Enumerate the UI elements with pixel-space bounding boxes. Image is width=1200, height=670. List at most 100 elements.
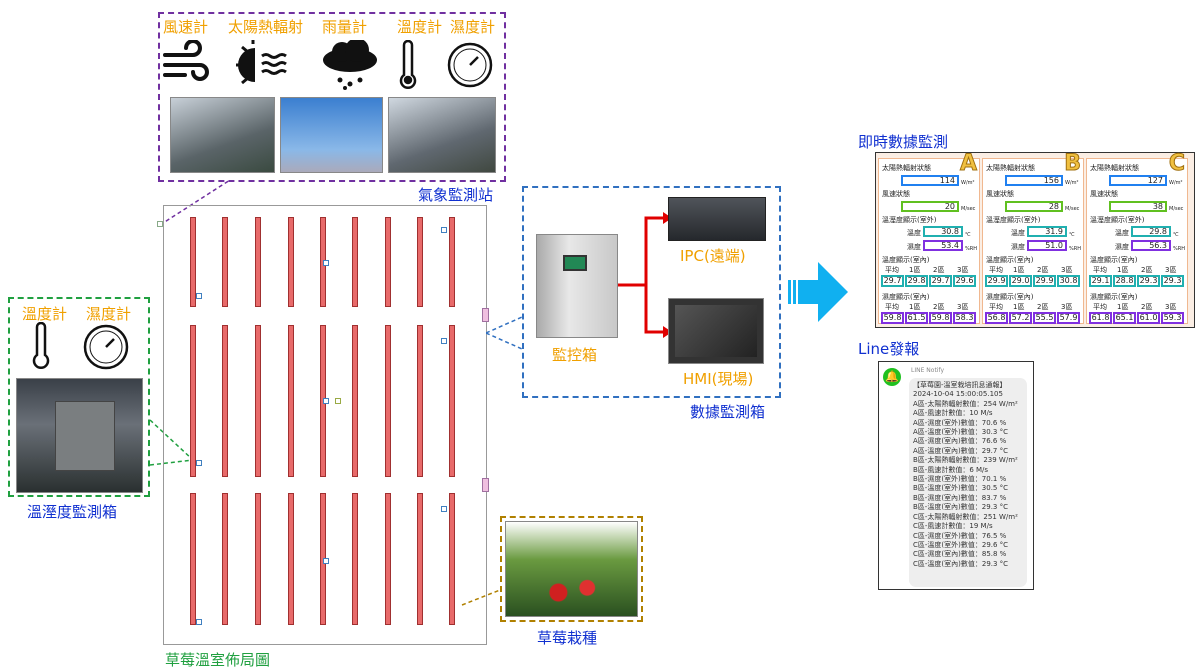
zone-header: 3區 — [1061, 266, 1073, 274]
line-message-line: A區-溫度(室外)數值：30.3 °C — [913, 428, 1008, 437]
indoor_temp-cell: 29.0 — [1009, 275, 1032, 287]
unit: M/sec — [1065, 206, 1080, 212]
pink-marker — [482, 308, 489, 322]
zone-header: 3區 — [1165, 266, 1177, 274]
unit: %RH — [1069, 246, 1081, 252]
zone-header: 2區 — [933, 266, 945, 274]
wind-label: 風速狀態 — [986, 190, 1014, 198]
hum-label: 濕度 — [1115, 243, 1129, 251]
indoor_temp-cell: 29.9 — [1033, 275, 1056, 287]
th-sensor-label-hygrometer: 濕度計 — [86, 305, 132, 323]
line-sender: LINE Notify — [911, 367, 945, 374]
zone-header: 平均 — [885, 266, 899, 274]
sensor-marker — [323, 398, 329, 404]
hmi-photo — [668, 298, 764, 364]
sun-heat-icon — [236, 40, 287, 85]
zone-header: 平均 — [989, 266, 1003, 274]
indoor_hum-cell: 58.3 — [953, 312, 976, 324]
indoor_hum-cell: 59.8 — [881, 312, 904, 324]
planting-bed — [222, 217, 228, 307]
unit: W/m² — [961, 180, 975, 186]
bell-icon: 🔔 — [883, 368, 901, 386]
zone-header: 2區 — [1141, 266, 1153, 274]
greenhouse-layout — [163, 205, 487, 645]
thermometer-icon — [399, 40, 417, 89]
planting-bed — [288, 217, 294, 307]
planting-bed — [222, 493, 228, 625]
solar-label: 太陽熱輻射狀態 — [1090, 164, 1139, 172]
hum-label: 濕度 — [907, 243, 921, 251]
zone-header: 1區 — [1013, 303, 1025, 311]
rain-gauge-photo — [388, 97, 496, 173]
indoor_temp-cell: 29.7 — [881, 275, 904, 287]
data-box-group — [522, 186, 781, 398]
temp-label: 溫度 — [907, 229, 921, 237]
indoor_hum-cell: 65.1 — [1113, 312, 1136, 324]
planting-bed — [255, 325, 261, 477]
th-icons — [32, 322, 129, 370]
unit: ℃ — [965, 232, 971, 238]
sensor-marker — [196, 619, 202, 625]
strawberry-photo — [505, 521, 638, 617]
line-message-line: B區-濕度(室外)數值：70.1 % — [913, 475, 1007, 484]
line-notify-window: 🔔 LINE Notify 【草莓園-溫室栽培訊息通報】2024-10-04 1… — [878, 361, 1034, 590]
sensor-marker — [335, 398, 341, 404]
th-sensor-label-thermometer: 溫度計 — [22, 305, 68, 323]
outdoor-label: 溫溼度顯示(室外) — [1090, 216, 1145, 224]
hygrometer-icon — [83, 324, 129, 370]
line-message-line: B區-溫度(室外)數值：30.5 °C — [913, 484, 1008, 493]
thermometer-icon — [32, 322, 50, 369]
line-message-line: A區-濕度(室內)數值：76.6 % — [913, 437, 1007, 446]
unit: %RH — [965, 246, 977, 252]
planting-bed — [352, 493, 358, 625]
indoor_temp-cell: 28.8 — [1113, 275, 1136, 287]
indoor_hum-label: 濕度顯示(室內) — [1090, 293, 1138, 301]
zone-header: 2區 — [1141, 303, 1153, 311]
planting-bed — [449, 493, 455, 625]
planting-bed — [288, 493, 294, 625]
greenhouse-title: 草莓溫室佈局圖 — [165, 651, 271, 669]
line-message-line: B區-太陽熱輻射數值：239 W/m² — [913, 456, 1018, 465]
wind-label: 風速狀態 — [1090, 190, 1118, 198]
line-message-line: B區-濕度(室內)數值：83.7 % — [913, 493, 1007, 502]
solar-label: 太陽熱輻射狀態 — [882, 164, 931, 172]
line-message-line: A區-濕度(室外)數值：70.6 % — [913, 418, 1007, 427]
rain-cloud-icon — [323, 40, 377, 90]
weather-icons — [163, 40, 493, 90]
line-title: Line發報 — [858, 340, 920, 358]
flow-arrow-icon — [788, 262, 848, 322]
zone-letter: A — [959, 151, 977, 176]
hum-value: 56.3 — [1131, 240, 1171, 251]
planting-bed — [417, 493, 423, 625]
indoor_hum-cell: 57.2 — [1009, 312, 1032, 324]
solar-value: 114 — [901, 175, 959, 186]
solar-label: 太陽熱輻射狀態 — [986, 164, 1035, 172]
hum-value: 53.4 — [923, 240, 963, 251]
line-message-line: B區-溫度(室內)數值：29.3 °C — [913, 503, 1008, 512]
wind-value: 38 — [1109, 201, 1167, 212]
indoor_temp-cell: 29.6 — [953, 275, 976, 287]
zone-letter: B — [1064, 151, 1082, 176]
hmi-label: HMI(現場) — [683, 370, 754, 388]
solar-value: 156 — [1005, 175, 1063, 186]
indoor_hum-label: 濕度顯示(室內) — [882, 293, 930, 301]
connector-line — [486, 316, 523, 350]
outdoor-label: 溫溼度顯示(室外) — [882, 216, 937, 224]
th-box-group — [8, 297, 150, 497]
realtime-title: 即時數據監測 — [858, 133, 949, 151]
planting-bed — [352, 325, 358, 477]
sensor-marker — [196, 293, 202, 299]
zone-header: 2區 — [933, 303, 945, 311]
indoor_temp-cell: 29.7 — [929, 275, 952, 287]
planting-bed — [255, 493, 261, 625]
zone-header: 1區 — [1013, 266, 1025, 274]
unit: W/m² — [1169, 180, 1183, 186]
solar-value: 127 — [1109, 175, 1167, 186]
zone-header: 平均 — [1093, 266, 1107, 274]
wind-icon — [163, 40, 209, 81]
zone-header: 平均 — [885, 303, 899, 311]
indoor_hum-label: 濕度顯示(室內) — [986, 293, 1034, 301]
indoor_temp-label: 溫度顯示(室內) — [882, 256, 930, 264]
